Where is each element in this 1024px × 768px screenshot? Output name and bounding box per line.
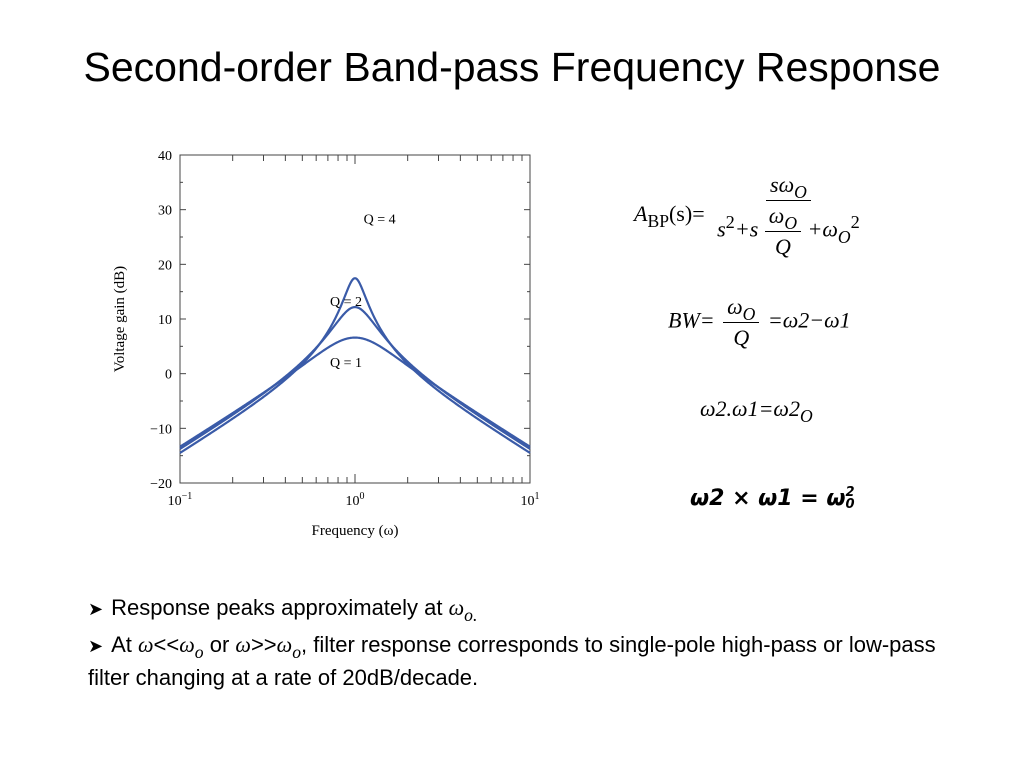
x-tick-label: 100 — [346, 491, 365, 509]
y-tick-label: 20 — [158, 258, 172, 273]
y-tick-label: 30 — [158, 204, 172, 219]
series-line-q2 — [179, 305, 531, 450]
bandwidth-equation: BW= ωO Q =ω2−ω1 — [668, 294, 851, 350]
arrowhead-bullet-icon: ➤ — [88, 636, 104, 656]
bullet-peak: ➤Response peaks approximately at ωo. — [88, 595, 478, 626]
bullet-asymptote: ➤At ω<<ωo or ω>>ωo, filter response corr… — [88, 632, 936, 690]
abp-equation: ABP(s)= sωO s2+s ωO Q +ωO2 — [634, 172, 867, 260]
y-tick-label: 10 — [158, 313, 172, 328]
y-axis-label: Voltage gain (dB) — [112, 266, 128, 372]
bullet-list: ➤Response peaks approximately at ωo. ➤At… — [88, 592, 948, 697]
x-tick-label: 101 — [521, 491, 540, 509]
abp-fraction: sωO s2+s ωO Q +ωO2 — [717, 172, 860, 259]
series-label-q1: Q = 1 — [330, 356, 362, 371]
y-tick-label: −10 — [150, 422, 172, 437]
series-label-q4: Q = 4 — [364, 212, 396, 227]
y-tick-label: 0 — [165, 368, 172, 383]
series-line-q4 — [179, 277, 531, 454]
slide-title: Second-order Band-pass Frequency Respons… — [83, 44, 941, 90]
x-tick-label: 10−1 — [168, 491, 193, 509]
plot-frame — [179, 154, 531, 484]
y-tick-label: −20 — [150, 477, 172, 492]
y-tick-label: 40 — [158, 149, 172, 164]
series-line-q1 — [179, 336, 531, 448]
series-label-q2: Q = 2 — [330, 295, 362, 310]
product-equation: ω2.ω1=ω2O — [700, 396, 813, 427]
x-axis-label: Frequency (ω) — [312, 523, 399, 539]
arrowhead-bullet-icon: ➤ — [88, 599, 104, 619]
